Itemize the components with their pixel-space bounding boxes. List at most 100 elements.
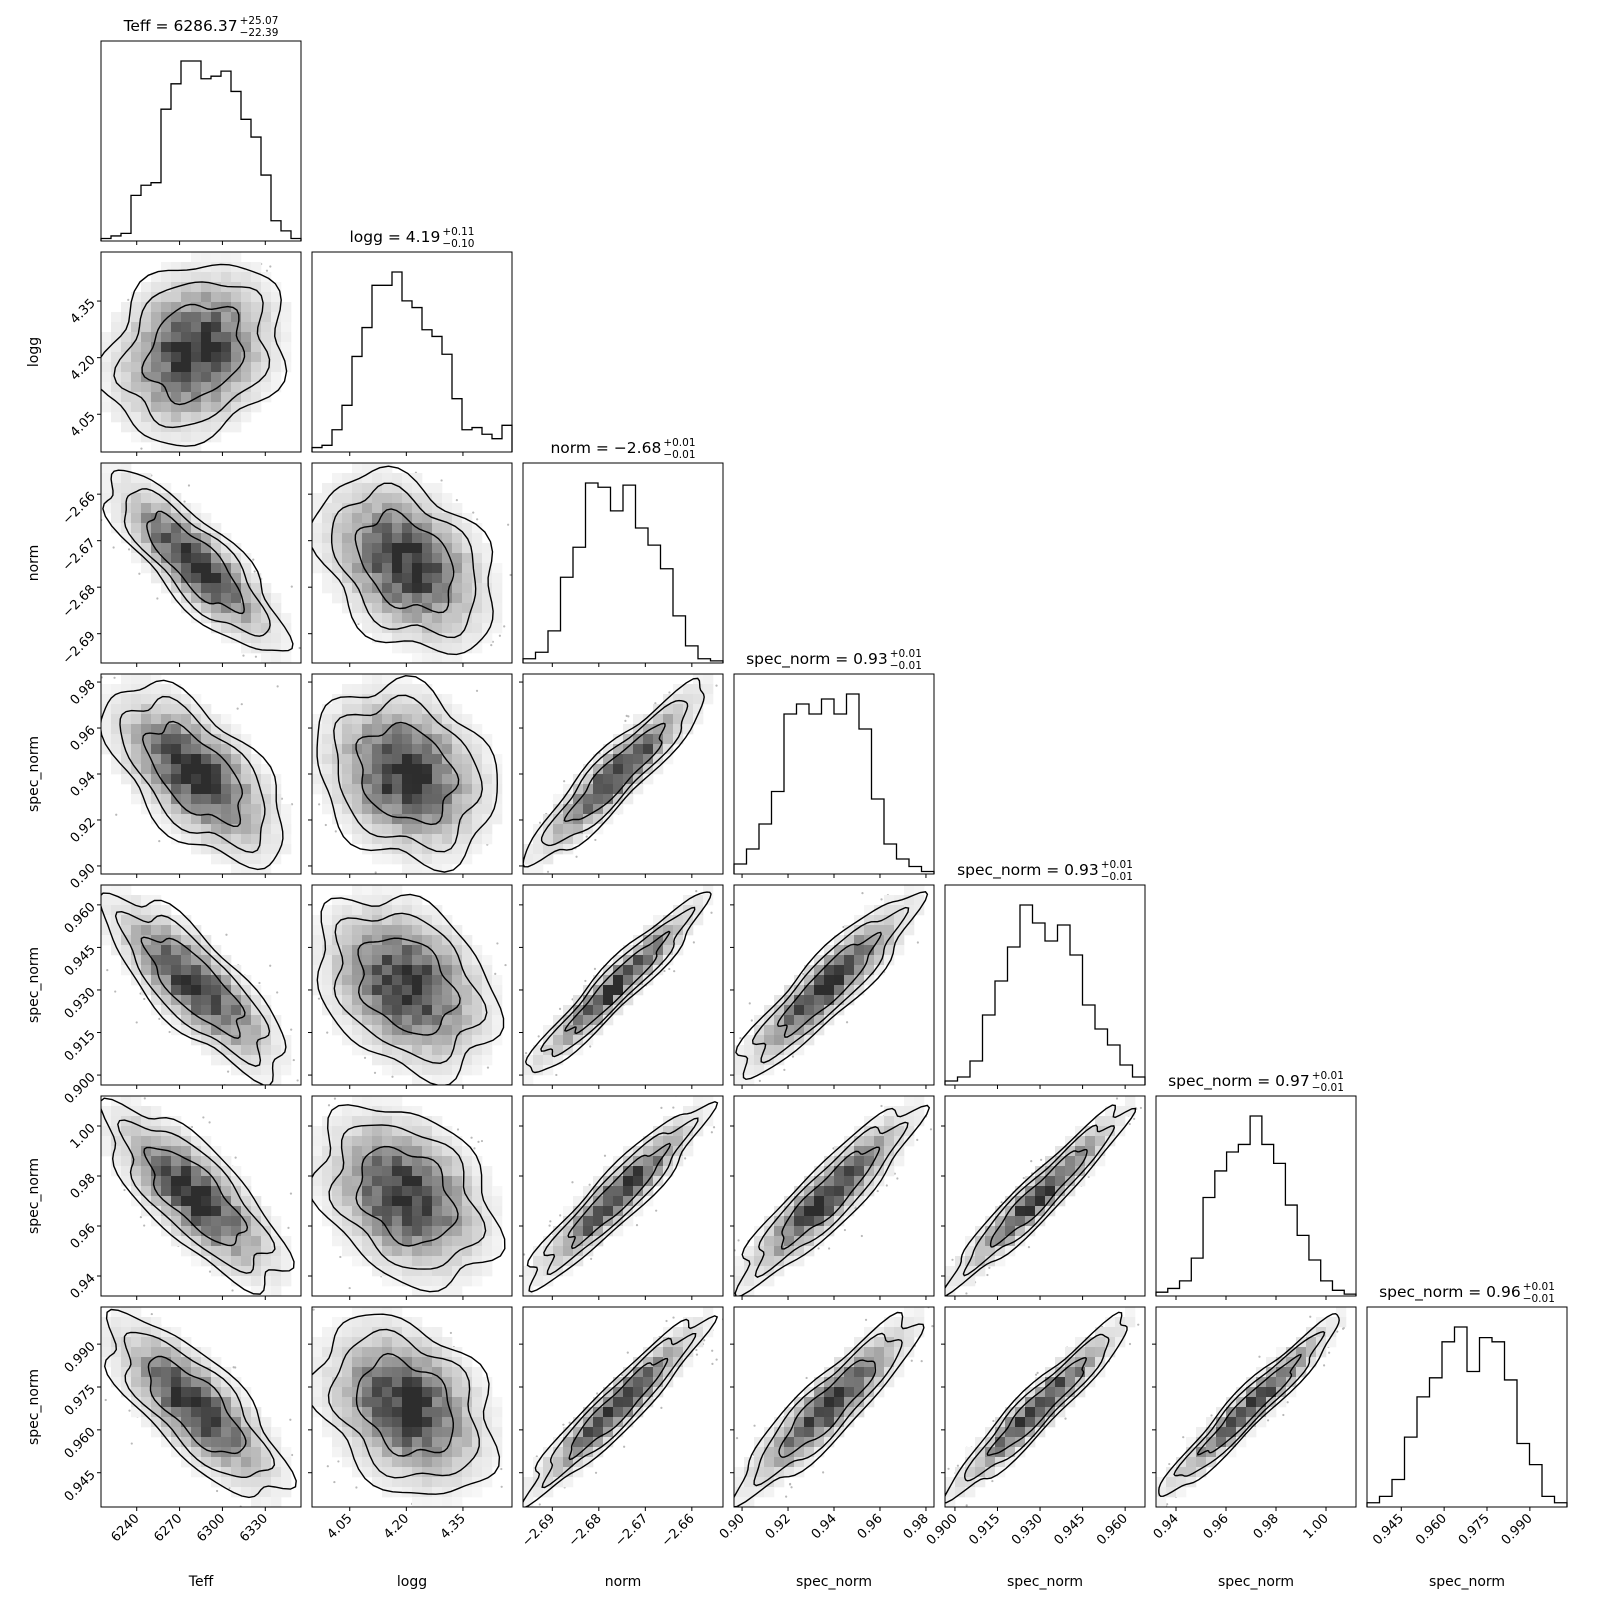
density-cell [472,1246,483,1257]
density-cell [372,1126,383,1137]
density-cell [211,422,222,433]
density-cell [261,362,272,373]
density-cell [603,794,614,805]
density-cell [151,1106,162,1117]
sample-point [477,1140,480,1143]
density-cell [442,543,453,554]
density-cell [703,1116,714,1127]
density-cell [271,1055,282,1066]
density-cell [191,613,202,624]
density-cell [352,1176,363,1187]
density-cell [814,1015,825,1026]
density-cell [171,684,182,695]
density-cell [181,342,192,353]
density-cell [141,553,152,564]
density-cell [412,1226,423,1237]
density-cell [191,985,202,996]
density-cell [251,382,262,393]
sample-point [333,359,335,361]
density-cell [201,593,212,604]
sample-point [269,265,272,268]
density-cell [633,784,644,795]
density-panel-4-1 [100,673,302,875]
sample-point [471,668,473,670]
sample-point [555,1073,558,1077]
density-cell [402,583,413,594]
density-cell [603,784,614,795]
density-cell [251,1075,262,1085]
density-cell [392,814,403,825]
density-cell [543,834,554,845]
density-cell [372,633,383,644]
density-cell [322,804,333,815]
density-cell [151,674,162,685]
density-cell [332,1156,343,1167]
density-cell [422,1136,433,1147]
density-cell [402,493,413,504]
density-cell [462,1146,473,1157]
density-cell [161,684,172,695]
density-cell [412,704,423,715]
density-cell [251,302,262,313]
density-cell [201,1025,212,1036]
density-cell [573,804,584,815]
sample-point [365,1092,367,1094]
density-cell [131,1106,142,1117]
density-cell [322,1206,333,1217]
density-cell [101,714,112,725]
density-cell [261,1236,272,1247]
density-cell [462,553,473,564]
density-cell [462,804,473,815]
contour-line [523,677,705,868]
density-cell [201,1146,212,1157]
panel-frame [100,1095,302,1297]
density-cell [442,764,453,775]
density-cell [141,1156,152,1167]
density-cell [482,744,493,755]
density-cell [452,1055,463,1066]
density-cell [362,945,373,956]
sample-point [559,1214,562,1217]
density-cell [643,935,654,946]
sample-point [305,1251,307,1253]
density-cell [432,483,443,494]
density-cell [121,674,132,685]
density-cell [462,1196,473,1207]
density-cell [342,1146,353,1157]
density-cell [563,824,574,835]
density-cell [231,412,242,423]
density-cell [161,945,172,956]
contour-line [123,488,271,637]
density-cell [211,804,222,815]
density-cell [271,774,282,785]
density-cell [814,985,825,996]
density-cell [322,1166,333,1177]
density-cell [332,794,343,805]
density-cell [402,1226,413,1237]
density-cell [452,1156,463,1167]
density-cell [332,925,343,936]
sample-point [89,1106,91,1108]
density-cell [141,714,152,725]
density-cell [613,754,624,765]
density-cell [663,714,674,725]
density-cell [422,1166,433,1177]
density-cell [844,935,855,946]
density-cell [442,734,453,745]
density-cell [472,543,483,554]
density-cell [181,442,192,452]
density-cell [181,784,192,795]
density-cell [613,985,624,996]
density-cell [181,945,192,956]
density-cell [171,955,182,966]
density-cell [261,322,272,333]
density-cell [332,1106,343,1117]
density-cell [372,704,383,715]
density-cell [271,633,282,644]
density-cell [322,754,333,765]
density-cell [111,402,122,413]
density-cell [412,573,423,584]
density-cell [171,965,182,976]
density-cell [492,1035,503,1046]
sample-point [654,702,657,705]
